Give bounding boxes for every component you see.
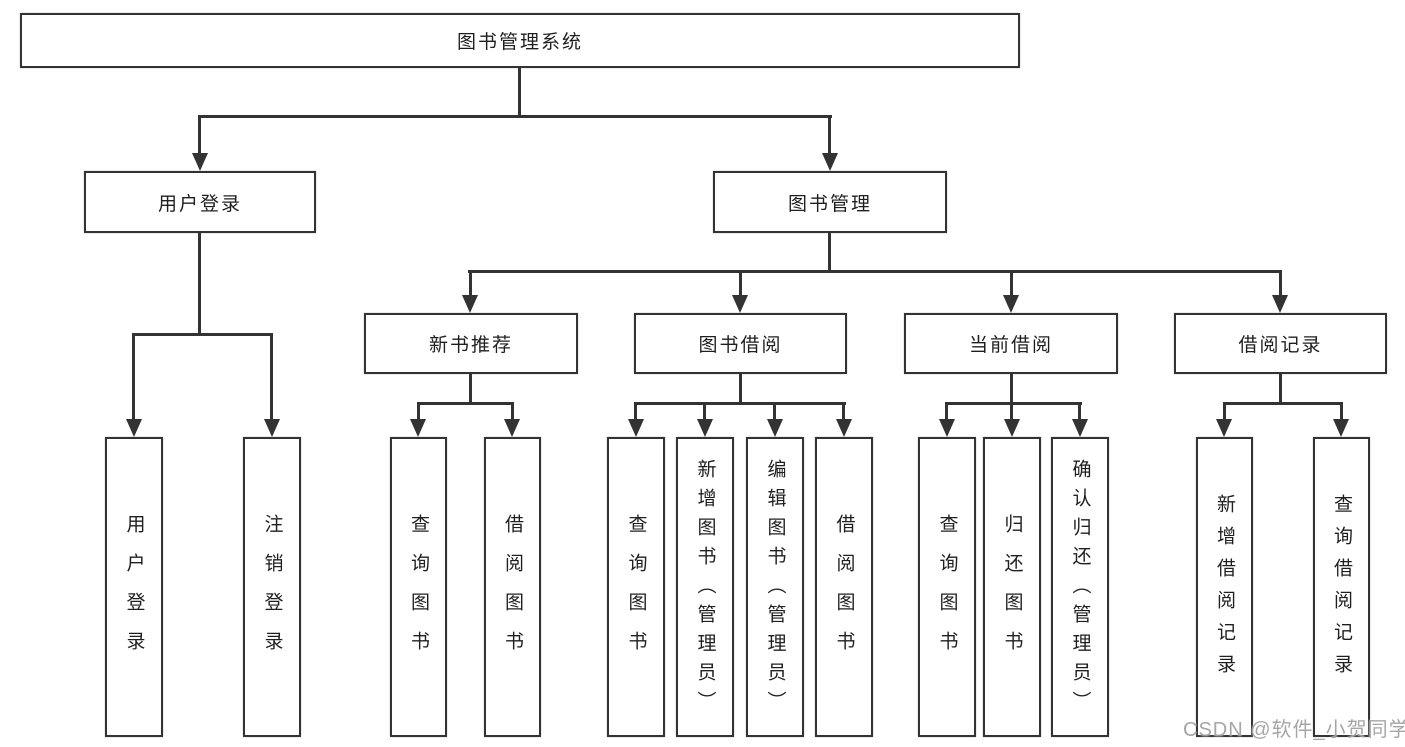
connector-line bbox=[634, 402, 846, 405]
connector-line bbox=[198, 233, 201, 336]
connector-line bbox=[1010, 374, 1013, 405]
node-label: 图书借阅 bbox=[698, 335, 783, 356]
node-label: 新增借阅记录 bbox=[1214, 494, 1235, 686]
node-leaf-confirm-return-admin: 确认归还（管理员） bbox=[1051, 437, 1109, 737]
connector-line bbox=[417, 402, 514, 405]
node-label: 图书管理 bbox=[787, 193, 872, 215]
arrow-down-icon bbox=[836, 419, 852, 437]
node-new-book-recommend: 新书推荐 bbox=[364, 313, 578, 374]
connector-line bbox=[945, 402, 948, 423]
arrow-down-icon bbox=[822, 153, 838, 171]
node-label: 图书管理系统 bbox=[456, 32, 583, 53]
arrow-down-icon bbox=[767, 419, 783, 437]
arrow-down-icon bbox=[1072, 419, 1088, 437]
connector-line bbox=[634, 402, 637, 423]
node-label: 注销登录 bbox=[261, 514, 283, 670]
node-book-management: 图书管理 bbox=[713, 171, 947, 233]
arrow-down-icon bbox=[628, 419, 644, 437]
connector-line bbox=[511, 402, 514, 423]
arrow-down-icon bbox=[1004, 419, 1020, 437]
node-leaf-return-books: 归还图书 bbox=[983, 437, 1041, 737]
node-borrow-records: 借阅记录 bbox=[1174, 313, 1387, 374]
arrow-down-icon bbox=[504, 419, 520, 437]
arrow-down-icon bbox=[1003, 295, 1019, 313]
node-label: 编辑图书（管理员） bbox=[764, 459, 786, 720]
node-label: 查询图书 bbox=[936, 514, 958, 670]
arrow-down-icon bbox=[462, 295, 478, 313]
node-book-borrowing: 图书借阅 bbox=[634, 313, 847, 374]
node-leaf-borrow-books: 借阅图书 bbox=[484, 437, 541, 737]
node-label: 查询借阅记录 bbox=[1331, 494, 1352, 686]
csdn-watermark: CSDN @软件_小贺同学 bbox=[1183, 719, 1405, 741]
node-leaf-query-borrow-record: 查询借阅记录 bbox=[1313, 437, 1370, 737]
node-current-borrowing: 当前借阅 bbox=[904, 313, 1118, 374]
arrow-down-icon bbox=[410, 419, 426, 437]
arrow-down-icon bbox=[126, 419, 142, 437]
node-label: 借阅记录 bbox=[1238, 335, 1323, 356]
node-root-system: 图书管理系统 bbox=[20, 13, 1020, 68]
node-leaf-borrow-books: 借阅图书 bbox=[815, 437, 873, 737]
node-leaf-add-borrow-record: 新增借阅记录 bbox=[1196, 437, 1253, 737]
connector-line bbox=[739, 270, 742, 297]
arrow-down-icon bbox=[1272, 295, 1288, 313]
connector-line bbox=[270, 333, 273, 421]
arrow-down-icon bbox=[264, 419, 280, 437]
node-leaf-logout: 注销登录 bbox=[243, 437, 301, 737]
node-leaf-add-books-admin: 新增图书（管理员） bbox=[676, 437, 734, 737]
node-label: 新书推荐 bbox=[428, 335, 513, 356]
node-label: 确认归还（管理员） bbox=[1069, 459, 1091, 720]
node-leaf-query-books: 查询图书 bbox=[918, 437, 976, 737]
connector-line bbox=[1279, 270, 1282, 297]
connector-line bbox=[1340, 402, 1343, 423]
connector-line bbox=[1010, 270, 1013, 297]
connector-line bbox=[773, 402, 776, 423]
connector-line bbox=[703, 402, 706, 423]
connector-line bbox=[198, 115, 832, 118]
connector-line bbox=[417, 402, 420, 423]
connector-line bbox=[1279, 374, 1282, 405]
node-leaf-query-books: 查询图书 bbox=[390, 437, 447, 737]
node-leaf-user-login: 用户登录 bbox=[105, 437, 163, 737]
connector-line bbox=[198, 115, 201, 156]
node-label: 借阅图书 bbox=[833, 514, 855, 670]
node-leaf-edit-books-admin: 编辑图书（管理员） bbox=[746, 437, 804, 737]
node-label: 新增图书（管理员） bbox=[694, 459, 716, 720]
connector-line bbox=[132, 333, 273, 336]
arrow-down-icon bbox=[1216, 419, 1232, 437]
node-label: 借阅图书 bbox=[502, 514, 523, 670]
arrow-down-icon bbox=[697, 419, 713, 437]
node-label: 用户登录 bbox=[123, 514, 145, 670]
node-label: 归还图书 bbox=[1001, 514, 1023, 670]
node-leaf-query-books: 查询图书 bbox=[607, 437, 665, 737]
connector-line bbox=[1223, 402, 1226, 423]
connector-line bbox=[468, 270, 1282, 273]
connector-line bbox=[739, 374, 742, 405]
connector-line bbox=[842, 402, 845, 423]
arrow-down-icon bbox=[1333, 419, 1349, 437]
connector-line bbox=[469, 374, 472, 405]
connector-line bbox=[828, 115, 831, 156]
connector-line bbox=[1078, 402, 1081, 423]
arrow-down-icon bbox=[732, 295, 748, 313]
connector-line bbox=[1223, 402, 1343, 405]
connector-line bbox=[1010, 402, 1013, 423]
arrow-down-icon bbox=[192, 153, 208, 171]
connector-line bbox=[518, 68, 521, 118]
connector-line bbox=[132, 333, 135, 421]
node-label: 查询图书 bbox=[625, 514, 647, 670]
connector-line bbox=[828, 233, 831, 273]
node-label: 用户登录 bbox=[157, 193, 242, 215]
node-label: 当前借阅 bbox=[968, 335, 1053, 356]
connector-line bbox=[469, 270, 472, 297]
connector-line bbox=[945, 402, 1082, 405]
node-label: 查询图书 bbox=[408, 514, 429, 670]
arrow-down-icon bbox=[939, 419, 955, 437]
node-user-login: 用户登录 bbox=[84, 171, 316, 233]
